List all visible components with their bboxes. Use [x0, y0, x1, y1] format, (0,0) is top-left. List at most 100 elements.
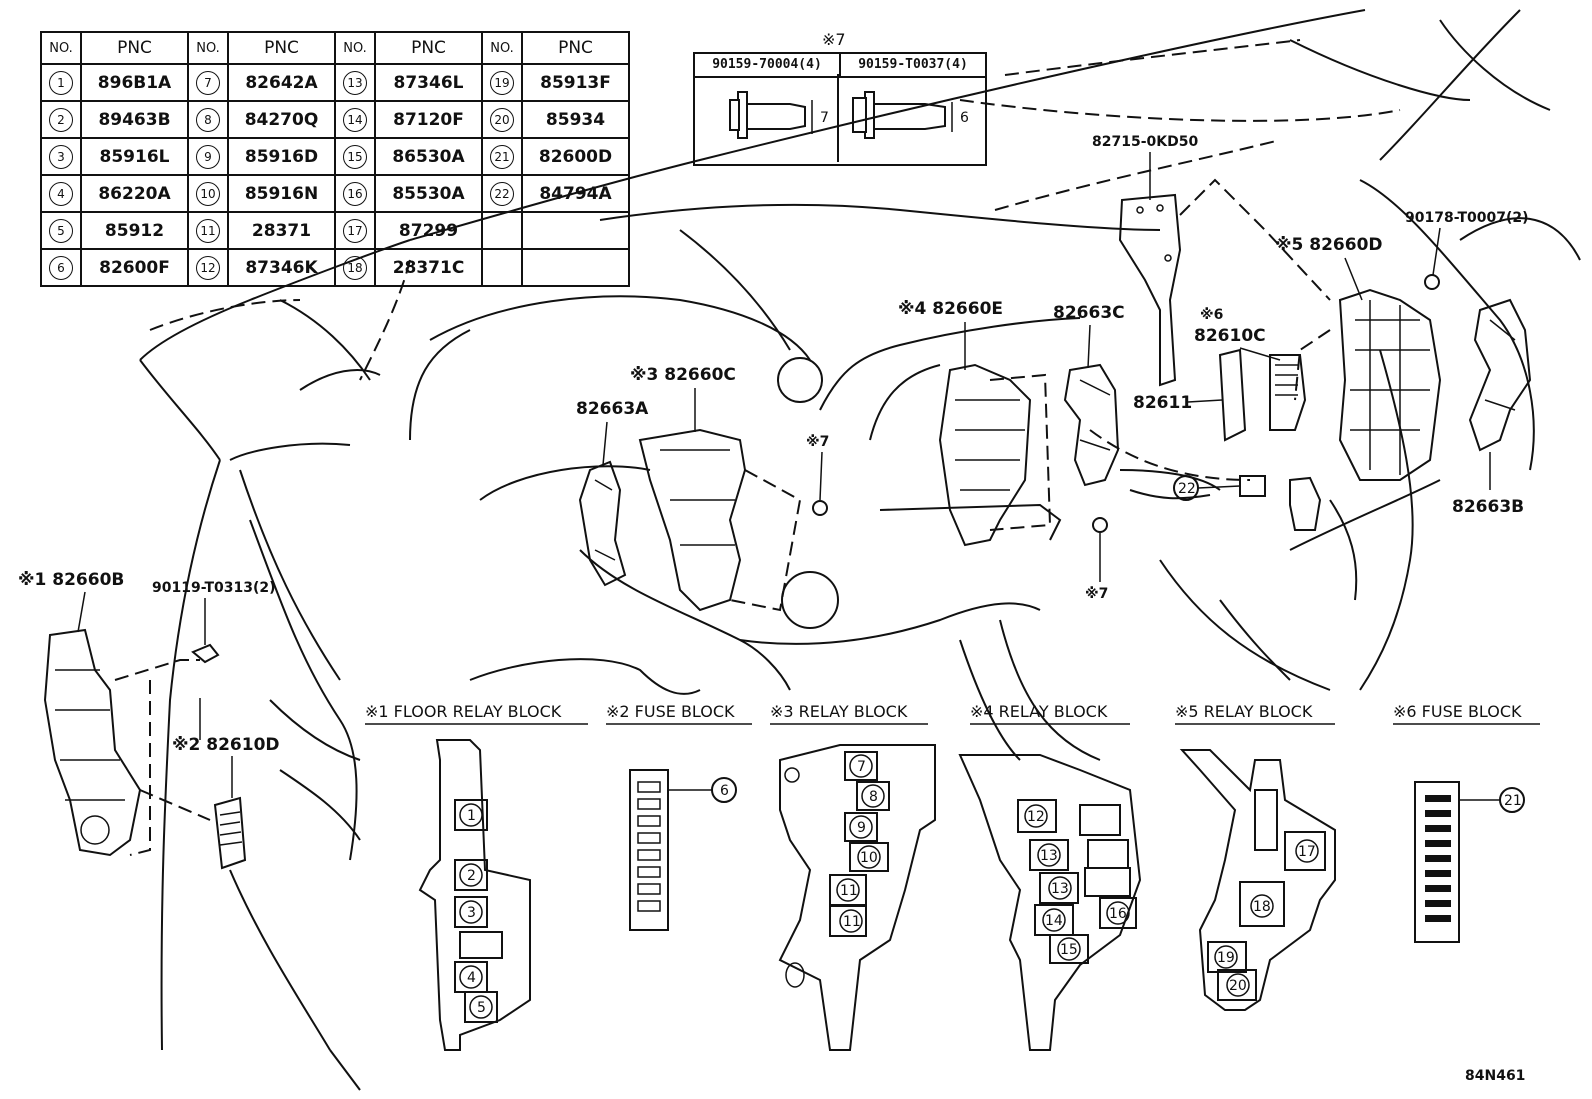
- reference-number: 5: [49, 218, 73, 243]
- reference-number: 15: [343, 144, 367, 169]
- slot-14: 14: [1045, 913, 1063, 929]
- relay-block-3-title: ※3 RELAY BLOCK: [770, 702, 908, 721]
- fuse-block-2-section: ※2 FUSE BLOCK 6: [606, 702, 752, 931]
- table-header-row: NO. PNC NO. PNC NO. PNC NO. PNC: [40, 31, 630, 65]
- cell-pnc: 87346K: [227, 248, 336, 287]
- cell-no: 15: [334, 137, 376, 176]
- label-82610D: ※2 82610D: [172, 735, 280, 755]
- fuse-slot: [1425, 795, 1451, 802]
- relay-block-4-title: ※4 RELAY BLOCK: [970, 702, 1108, 721]
- cell-pnc: 82600D: [521, 137, 630, 176]
- fuse-slot: [1425, 900, 1451, 907]
- cell-pnc: 85913F: [521, 63, 630, 102]
- bolt-part-b: 90159-T0037(4): [841, 54, 985, 78]
- fuse-block-2-title: ※2 FUSE BLOCK: [606, 702, 735, 721]
- fuse-slot: [1425, 855, 1451, 862]
- fuse-slot: [637, 781, 661, 793]
- header-no: NO.: [40, 31, 82, 65]
- relay-block-5-section: ※5 RELAY BLOCK 17 18 19 20: [1175, 702, 1336, 1011]
- reference-number: 22: [490, 181, 514, 206]
- floor-relay-82660B-sketch: [43, 628, 220, 857]
- fuse-slot: [1425, 870, 1451, 877]
- bolt-part-a: 90159-70004(4): [695, 54, 841, 78]
- bracket-82663A-sketch: [578, 460, 627, 587]
- reference-number: 9: [196, 144, 220, 169]
- reference-number: 14: [343, 107, 367, 132]
- cover-82611-sketch: [1218, 348, 1247, 442]
- header-pnc: PNC: [80, 31, 189, 65]
- reference-number: 17: [343, 218, 367, 243]
- header-no: NO.: [334, 31, 376, 65]
- cell-pnc: 85912: [80, 211, 189, 250]
- fuse-block-82610D-sketch: [213, 796, 247, 870]
- cell-no: 14: [334, 100, 376, 139]
- reference-number: 18: [343, 255, 367, 280]
- cell-pnc: 82600F: [80, 248, 189, 287]
- cell-pnc: 84270Q: [227, 100, 336, 139]
- cell-no: 7: [187, 63, 229, 102]
- cell-pnc: 89463B: [80, 100, 189, 139]
- label-mark7-lower: ※7: [1085, 586, 1108, 602]
- relay-block-5-title: ※5 RELAY BLOCK: [1175, 702, 1313, 721]
- reference-number: 7: [196, 70, 220, 95]
- header-pnc: PNC: [374, 31, 483, 65]
- cell-no: 2: [40, 100, 82, 139]
- label-82715-0KD50: 82715-0KD50: [1092, 134, 1198, 150]
- slot-13a: 13: [1040, 848, 1058, 864]
- cell-no: 1: [40, 63, 82, 102]
- slot-3: 3: [467, 905, 476, 921]
- cell-pnc: 82642A: [227, 63, 336, 102]
- cell-no: 9: [187, 137, 229, 176]
- reference-number: 2: [49, 107, 73, 132]
- reference-number: 21: [490, 144, 514, 169]
- fuse-slot: [1425, 810, 1451, 817]
- reference-number: 3: [49, 144, 73, 169]
- fuse-block-6-title: ※6 FUSE BLOCK: [1393, 702, 1522, 721]
- cell-pnc: 87120F: [374, 100, 483, 139]
- cell-no: 16: [334, 174, 376, 213]
- label-82663B: 82663B: [1452, 497, 1524, 517]
- cell-pnc: 28371: [227, 211, 336, 250]
- bolt-dim-a: 7: [820, 110, 829, 126]
- fuse-block-82610C-sketch: [1269, 354, 1307, 431]
- slot-1: 1: [467, 808, 476, 824]
- fuse-slot: [637, 866, 661, 878]
- cell-no: 17: [334, 211, 376, 250]
- label-82660E: ※4 82660E: [898, 299, 1003, 319]
- cell-pnc: 86220A: [80, 174, 189, 213]
- reference-number: 19: [490, 70, 514, 95]
- bracket-82663C-sketch: [1063, 363, 1120, 487]
- cell-pnc: 85916L: [80, 137, 189, 176]
- slot-21: 21: [1504, 793, 1522, 809]
- label-mark7-upper: ※7: [806, 434, 829, 450]
- header-no: NO.: [187, 31, 229, 65]
- reference-number: 11: [196, 218, 220, 243]
- instrument-panel-outline: [139, 9, 1581, 1091]
- slot-15: 15: [1060, 942, 1078, 958]
- cell-no: 11: [187, 211, 229, 250]
- slot-2: 2: [467, 868, 476, 884]
- slot-19: 19: [1217, 950, 1235, 966]
- cell-pnc: 85916D: [227, 137, 336, 176]
- slot-11a: 11: [840, 883, 858, 899]
- cell-pnc: 85916N: [227, 174, 336, 213]
- fuse-slot: [637, 900, 661, 912]
- relay-block-4-section: ※4 RELAY BLOCK 12 13 13 14 16 15: [958, 702, 1142, 1051]
- cell-no: 19: [481, 63, 523, 102]
- floor-relay-block-section: ※1 FLOOR RELAY BLOCK 1 2 3 4 5: [365, 702, 588, 1051]
- label-90178-T0007: 90178-T0007(2): [1405, 210, 1529, 226]
- label-82610C: 82610C: [1194, 326, 1266, 346]
- slot-17: 17: [1298, 844, 1316, 860]
- cell-pnc: 896B1A: [80, 63, 189, 102]
- relay-block-82660E-sketch: [938, 363, 1108, 547]
- fuse-slot: [637, 815, 661, 827]
- relay-block-82660D-sketch: [1294, 274, 1442, 481]
- relay-block-3-section: ※3 RELAY BLOCK 7 8 9 10 11 11: [770, 702, 936, 1051]
- fuse-slot: [1425, 915, 1451, 922]
- cell-no: 12: [187, 248, 229, 287]
- slot-20: 20: [1229, 978, 1247, 994]
